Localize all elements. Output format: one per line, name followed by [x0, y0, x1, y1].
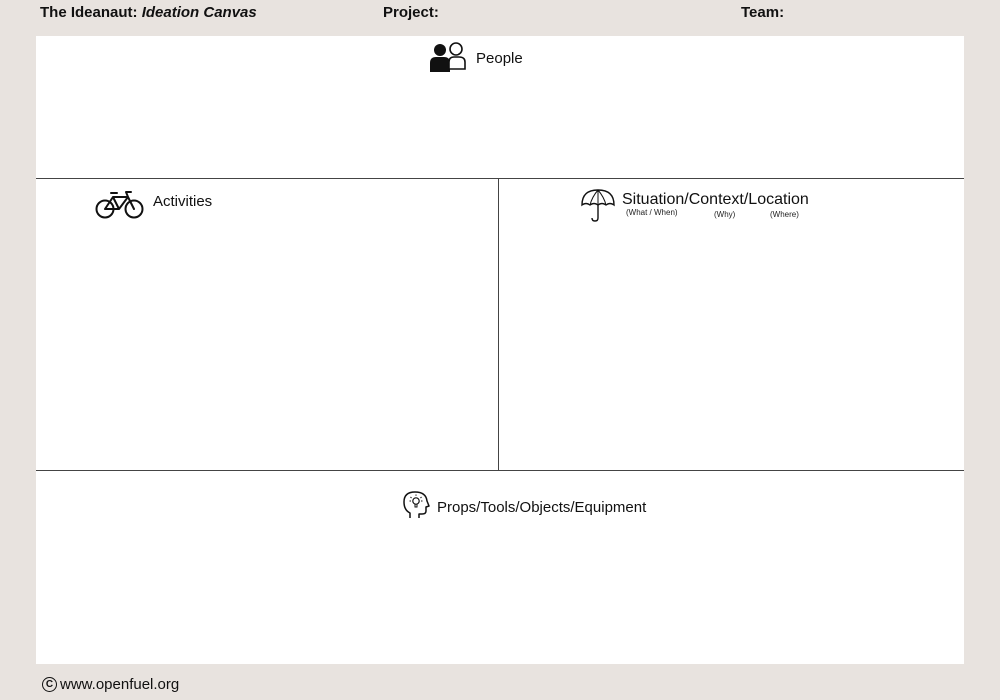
project-label: Project: [383, 4, 439, 21]
situation-sub-why: (Why) [714, 210, 736, 219]
head-lightbulb-icon [403, 491, 430, 518]
divider-top [36, 178, 964, 179]
canvas-subtitle: Ideation Canvas [141, 4, 257, 21]
situation-label: Situation/Context/Location [622, 191, 809, 208]
bicycle-icon [95, 191, 144, 219]
divider-middle [498, 179, 499, 471]
people-icon [430, 42, 466, 72]
brand-name: The Ideanaut: [40, 4, 138, 21]
team-label: Team: [741, 4, 785, 21]
people-section[interactable]: People [36, 36, 964, 178]
situation-sub-where: (Where) [770, 210, 799, 219]
footer: C www.openfuel.org [42, 676, 179, 693]
activities-section[interactable]: Activities [36, 179, 498, 470]
situation-sub-what: (What / When) [626, 208, 678, 217]
situation-section[interactable]: Situation/Context/Location (What / When)… [499, 179, 964, 470]
props-label: Props/Tools/Objects/Equipment [437, 499, 647, 516]
divider-bottom [36, 470, 964, 471]
ideation-canvas: People Activities Situation/Context/Loca… [36, 36, 964, 664]
copyright-icon: C [42, 677, 57, 692]
people-label: People [476, 50, 523, 67]
footer-url[interactable]: www.openfuel.org [60, 676, 180, 693]
props-section[interactable]: Props/Tools/Objects/Equipment [36, 471, 964, 664]
activities-label: Activities [153, 193, 213, 210]
umbrella-icon [581, 189, 615, 222]
canvas-title: The Ideanaut: Ideation Canvas [40, 4, 257, 21]
